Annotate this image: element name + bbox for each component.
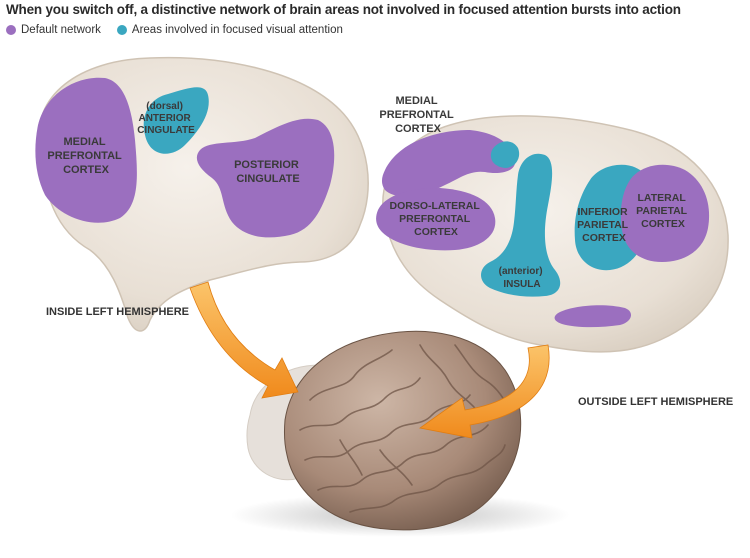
legend-item-default-network: Default network xyxy=(6,24,101,36)
inside-medial-prefrontal-region xyxy=(35,77,137,223)
outside-hemisphere-caption: OUTSIDE LEFT HEMISPHERE xyxy=(578,396,733,408)
arrow-outside-to-brain xyxy=(419,344,550,439)
legend: Default network Areas involved in focuse… xyxy=(6,22,359,38)
inside-hemisphere: MEDIAL PREFRONTAL CORTEX (dorsal) ANTERI… xyxy=(35,56,369,332)
default-network-swatch xyxy=(6,25,16,35)
inside-medial-prefrontal-label: MEDIAL PREFRONTAL CORTEX xyxy=(47,136,124,176)
outside-attention-band-region xyxy=(481,153,561,297)
outside-lateral-parietal-region xyxy=(620,164,710,262)
inside-posterior-cingulate-label: POSTERIOR CINGULATE xyxy=(234,159,302,185)
outside-lateral-parietal-label: LATERAL PARIETAL CORTEX xyxy=(636,192,690,230)
brain-body xyxy=(283,330,522,531)
inside-anterior-cingulate-label: (dorsal) ANTERIOR CINGULATE xyxy=(137,101,195,136)
attention-swatch xyxy=(116,25,127,35)
inside-anterior-cingulate-region xyxy=(143,87,209,154)
legend-item-attention: Areas involved in focused visual attenti… xyxy=(116,24,343,36)
arrow-inside-to-brain xyxy=(189,281,299,399)
outside-upper-attention-region xyxy=(490,141,520,168)
figure-title: When you switch off, a distinctive netwo… xyxy=(6,2,681,17)
outside-dorsolateral-region xyxy=(376,188,496,251)
inside-hemisphere-caption: INSIDE LEFT HEMISPHERE xyxy=(46,306,189,318)
outside-dorsolateral-label: DORSO-LATERAL PREFRONTAL CORTEX xyxy=(390,200,483,238)
outside-medial-prefrontal-label: MEDIAL PREFRONTAL CORTEX xyxy=(379,95,456,135)
outside-hemisphere: MEDIAL PREFRONTAL CORTEX DORSO-LATERAL P… xyxy=(376,95,733,408)
inside-posterior-cingulate-region xyxy=(196,118,335,238)
legend-label-default-network: Default network xyxy=(21,24,101,36)
outside-inferior-parietal-label: INFERIOR PARIETAL CORTEX xyxy=(577,206,631,244)
outside-medial-prefrontal-region xyxy=(381,130,516,197)
outside-insula-label: (anterior) INSULA xyxy=(499,266,546,290)
outside-temporal-region xyxy=(554,305,632,328)
legend-label-attention: Areas involved in focused visual attenti… xyxy=(131,24,343,36)
central-brain xyxy=(230,330,570,537)
brain-gyri xyxy=(299,344,511,513)
